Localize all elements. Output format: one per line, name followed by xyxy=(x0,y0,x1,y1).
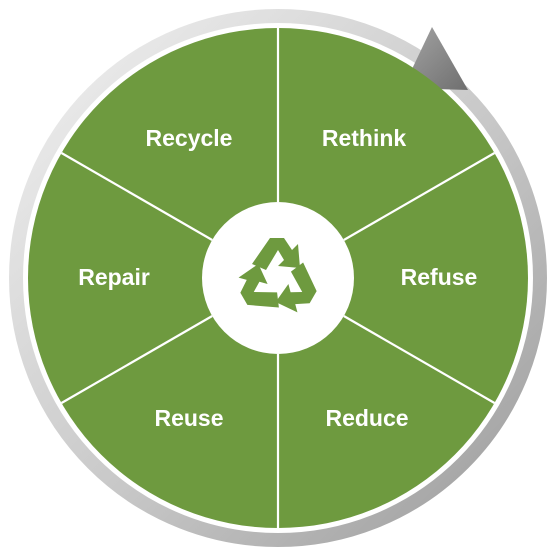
segment-label-repair: Repair xyxy=(78,264,150,290)
segment-label-reduce: Reduce xyxy=(325,405,408,431)
segment-label-reuse: Reuse xyxy=(154,405,223,431)
segment-label-rethink: Rethink xyxy=(322,125,407,151)
segment-label-refuse: Refuse xyxy=(401,264,478,290)
segment-divider xyxy=(60,152,213,241)
segment-labels: Rethink Refuse Reduce Reuse Repair Recyc… xyxy=(78,125,477,431)
center-hub xyxy=(202,202,354,354)
segment-divider xyxy=(343,315,496,404)
segment-divider xyxy=(343,152,496,241)
segment-label-recycle: Recycle xyxy=(146,125,233,151)
outer-ring xyxy=(9,9,547,547)
segment-dividers xyxy=(60,28,496,528)
segment-divider xyxy=(60,315,213,404)
recycle-icon xyxy=(238,238,317,313)
